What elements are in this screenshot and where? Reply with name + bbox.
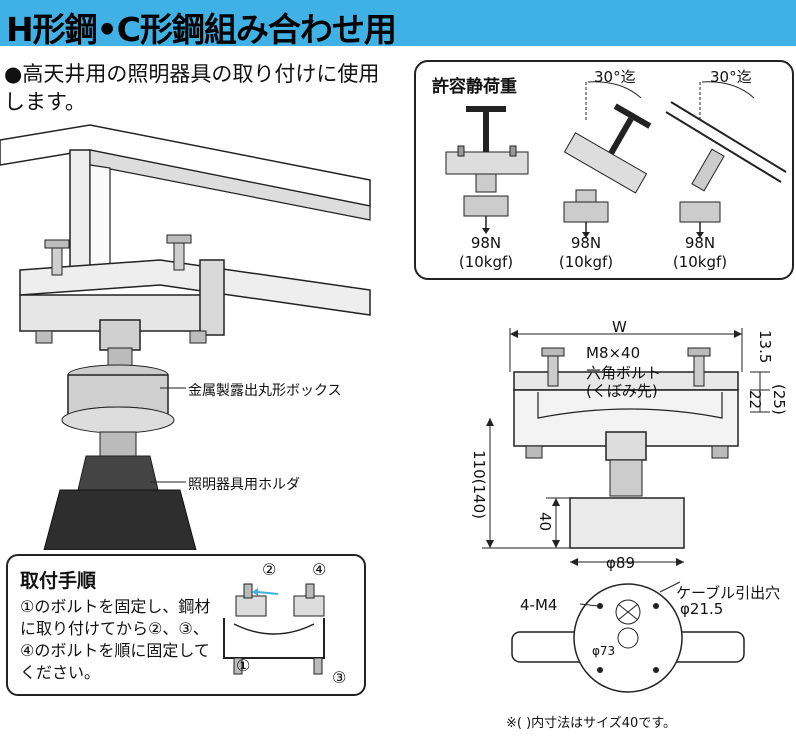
dim-22: 22 xyxy=(746,390,764,410)
procedure-diagram xyxy=(223,583,325,675)
dim-bolt-2: 六角ボルト xyxy=(586,364,662,382)
dim-phi73: φ73 xyxy=(592,644,616,658)
load-diagrams xyxy=(445,81,787,238)
dim-13-5: 13.5 xyxy=(756,330,774,364)
marker-3: ③ xyxy=(332,668,347,687)
load-n-3: 98N xyxy=(684,234,716,252)
dim-bolt-3: (くぼみ先) xyxy=(586,382,658,400)
load-n-1: 98N xyxy=(470,234,502,252)
dim-25: (25) xyxy=(770,384,788,415)
load-value-1: 98N (10kgf) xyxy=(436,234,536,272)
dim-4-m4: 4-M4 xyxy=(520,596,558,614)
load-value-3: 98N (10kgf) xyxy=(650,234,750,272)
marker-1: ① xyxy=(236,656,251,675)
title-bar: H形鋼•C形鋼組み合わせ用 xyxy=(0,0,796,49)
bullet: ● xyxy=(4,62,23,86)
marker-4: ④ xyxy=(312,560,327,579)
intro-text: ●高天井用の照明器具の取り付けに使用します。 xyxy=(4,60,384,116)
procedure-title: 取付手順 xyxy=(20,570,97,592)
marker-2: ② xyxy=(262,560,277,579)
footnote: ※( )内寸法はサイズ40です。 xyxy=(506,716,677,731)
load-kgf-3: (10kgf) xyxy=(672,253,728,271)
load-value-2: 98N (10kgf) xyxy=(536,234,636,272)
load-kgf-1: (10kgf) xyxy=(458,253,514,271)
load-kgf-2: (10kgf) xyxy=(558,253,614,271)
procedure-panel: 取付手順 ①のボルトを固定し、鋼材に取り付けてから②、③、④のボルトを順に固定し… xyxy=(6,554,366,696)
label-round-box: 金属製露出丸形ボックス xyxy=(188,383,342,399)
load-panel: 許容静荷重 30°迄 30°迄 98N xyxy=(414,60,794,280)
dim-cable-hole: ケーブル引出穴 xyxy=(676,584,781,602)
dimension-drawing xyxy=(482,328,770,693)
angle-label-2: 30°迄 xyxy=(710,68,752,86)
page-title: H形鋼•C形鋼組み合わせ用 xyxy=(6,10,397,49)
dim-cable-phi: φ21.5 xyxy=(680,600,724,618)
intro-description: 高天井用の照明器具の取り付けに使用します。 xyxy=(4,62,380,114)
label-lamp-holder: 照明器具用ホルダ xyxy=(188,477,300,493)
dim-110: 110(140) xyxy=(470,450,488,519)
load-n-2: 98N xyxy=(570,234,602,252)
dim-phi89: φ89 xyxy=(606,554,635,572)
procedure-text: ①のボルトを固定し、鋼材に取り付けてから②、③、④のボルトを順に固定してください… xyxy=(20,597,211,682)
dim-bolt-1: M8×40 xyxy=(586,344,641,362)
angle-label-1: 30°迄 xyxy=(594,68,636,86)
main-illustration xyxy=(0,124,371,550)
dim-w: W xyxy=(612,318,627,336)
dim-40: 40 xyxy=(536,512,554,532)
load-panel-title: 許容静荷重 xyxy=(432,77,517,97)
